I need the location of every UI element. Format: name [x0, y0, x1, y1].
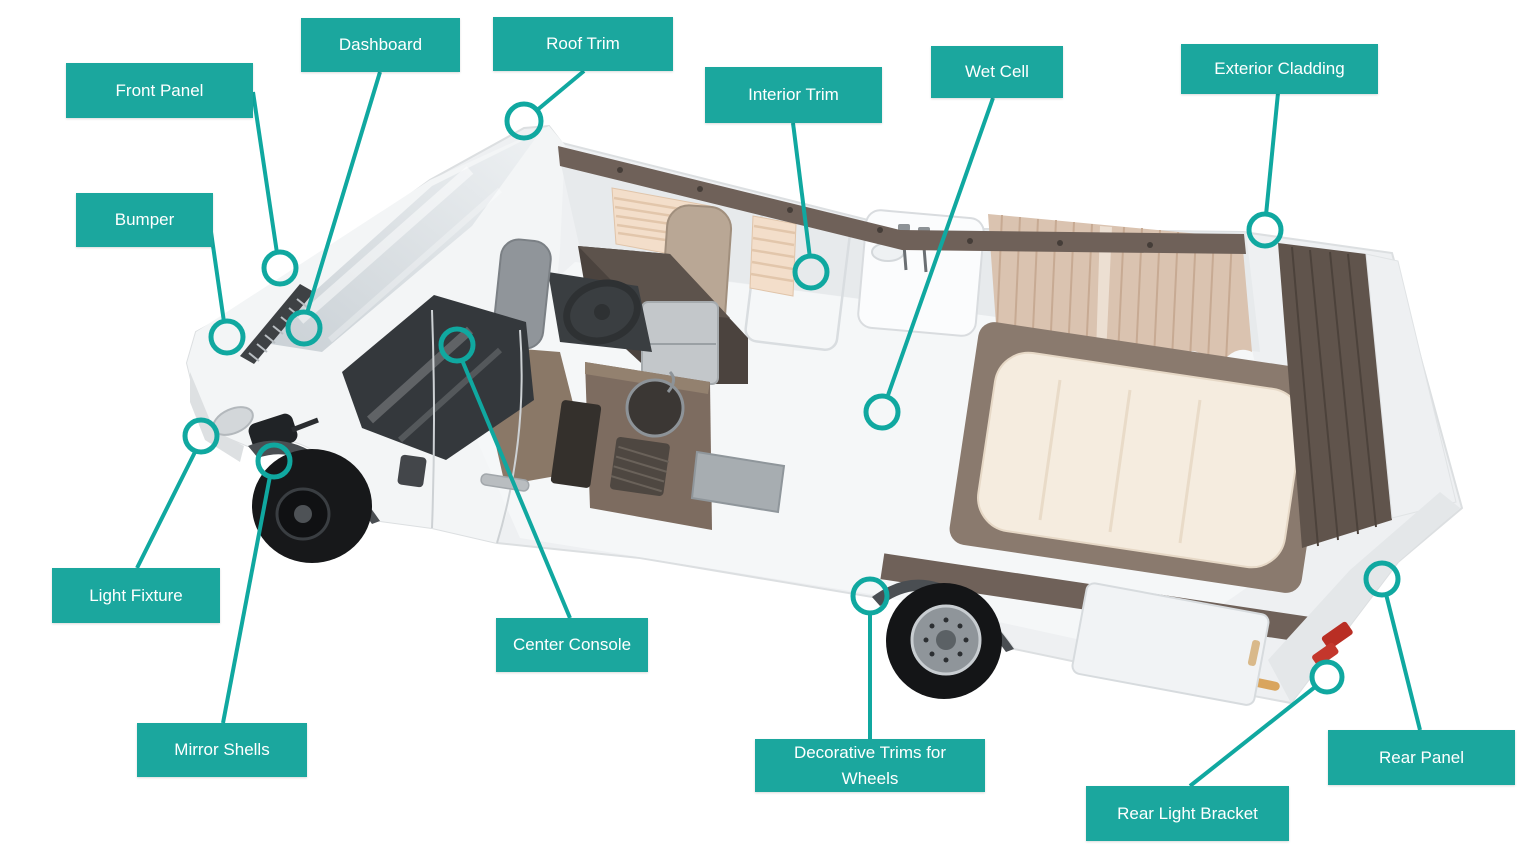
marker-exterior-cladding: [1246, 211, 1284, 249]
leader-line-rear-panel: [1384, 593, 1422, 731]
label-rear-light-bracket: Rear Light Bracket: [1086, 786, 1289, 841]
marker-mirror-shells: [255, 442, 293, 480]
label-bumper: Bumper: [76, 193, 213, 247]
marker-center-console: [438, 326, 476, 364]
marker-bumper: [208, 318, 246, 356]
marker-front-panel: [261, 249, 299, 287]
marker-interior-trim: [792, 253, 830, 291]
rear-wardrobe: [1278, 243, 1457, 548]
label-exterior-cladding: Exterior Cladding: [1181, 44, 1378, 94]
marker-dashboard: [285, 309, 323, 347]
marker-light-fixture: [182, 417, 220, 455]
leader-line-bumper: [209, 231, 226, 323]
marker-wet-cell: [863, 393, 901, 431]
marker-roof-trim: [504, 101, 544, 141]
label-dashboard: Dashboard: [301, 18, 460, 72]
rear-wheel: [886, 583, 1002, 699]
garage-door: [1071, 582, 1270, 706]
marker-rear-panel: [1363, 560, 1401, 598]
marker-rear-light-bracket: [1309, 659, 1345, 695]
hood-cowl: [240, 284, 314, 364]
leader-line-wet-cell: [885, 97, 995, 399]
rear-face: [1254, 492, 1460, 703]
label-center-console: Center Console: [496, 618, 648, 672]
label-wet-cell: Wet Cell: [931, 46, 1063, 98]
label-mirror-shells: Mirror Shells: [137, 723, 307, 777]
leader-line-light-fixture: [135, 449, 198, 569]
roof-rail: [558, 146, 1246, 254]
leader-line-center-console: [460, 359, 572, 619]
marker-decorative-trims: [850, 576, 890, 616]
leader-line-interior-trim: [791, 122, 812, 259]
label-interior-trim: Interior Trim: [705, 67, 882, 123]
leader-line-exterior-cladding: [1264, 92, 1280, 216]
leader-line-dashboard: [305, 71, 382, 314]
label-roof-trim: Roof Trim: [493, 17, 673, 71]
leader-line-roof-trim: [534, 69, 586, 113]
label-front-panel: Front Panel: [66, 63, 253, 118]
label-decorative-trims-for-wheels: Decorative Trims for Wheels: [755, 739, 985, 792]
label-light-fixture: Light Fixture: [52, 568, 220, 623]
leader-line-mirror-shells: [221, 475, 272, 724]
kitchen-block: [578, 246, 748, 530]
leader-line-front-panel: [251, 91, 279, 254]
label-rear-panel: Rear Panel: [1328, 730, 1515, 785]
leader-line-rear-light-bracket: [1188, 685, 1317, 788]
